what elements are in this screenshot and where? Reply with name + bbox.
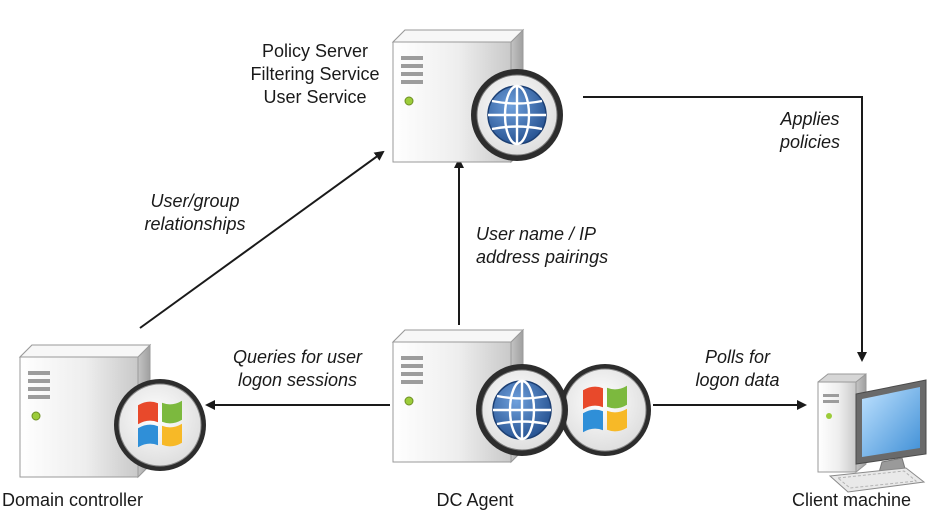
polls-edge-label-line-1: Polls for: [704, 347, 771, 367]
queries-edge-label-line-1: Queries for user: [232, 347, 363, 367]
edge-domain-to-policy: [139, 150, 385, 329]
user-ip-edge-label-line-2: address pairings: [476, 247, 609, 267]
dc-agent-node: [392, 329, 652, 463]
policy-server-label: Policy Server Filtering Service User Ser…: [230, 40, 400, 109]
user-ip-edge-label-line-1: User name / IP: [476, 224, 597, 244]
domain-controller-node: [19, 344, 207, 478]
policy-server-label-line-3: User Service: [263, 87, 367, 107]
desktop-computer-icon: [817, 372, 927, 493]
windows-logo-icon: [558, 363, 652, 457]
globe-icon: [474, 362, 570, 458]
applies-edge-label-line-2: policies: [779, 132, 841, 152]
policy-server-node: [392, 29, 565, 163]
edge-policy-to-client: [583, 96, 867, 362]
queries-edge-label-line-2: logon sessions: [237, 370, 358, 390]
applies-edge-label: Applies policies: [760, 108, 860, 154]
client-machine-label: Client machine: [792, 490, 912, 510]
user-group-edge-label: User/group relationships: [125, 190, 265, 236]
domain-controller-label: Domain controller: [2, 490, 144, 510]
globe-icon: [469, 67, 565, 163]
user-ip-edge-label: User name / IP address pairings: [476, 223, 608, 269]
user-group-edge-label-line-1: User/group: [150, 191, 240, 211]
connectors: [139, 96, 867, 410]
polls-edge-label-line-2: logon data: [695, 370, 780, 390]
polls-edge-label: Polls for logon data: [675, 346, 800, 392]
user-group-edge-label-line-2: relationships: [144, 214, 246, 234]
windows-logo-icon: [113, 378, 207, 472]
policy-server-label-line-1: Policy Server: [261, 41, 369, 61]
queries-edge-label: Queries for user logon sessions: [210, 346, 385, 392]
policy-server-label-line-2: Filtering Service: [250, 64, 380, 84]
applies-edge-label-line-1: Applies: [780, 109, 840, 129]
dc-agent-label: DC Agent: [436, 490, 514, 510]
